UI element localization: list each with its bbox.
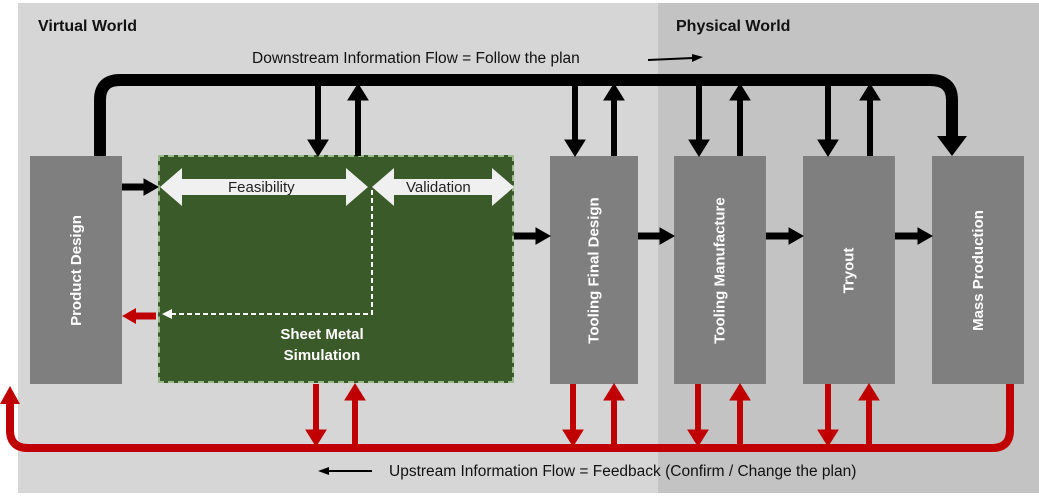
downstream-flow-label: Downstream Information Flow = Follow the… (252, 50, 580, 67)
upstream-loop-head (0, 386, 20, 404)
downstream-loop (94, 74, 958, 156)
feasibility-validation-arrows (160, 168, 514, 206)
sheet-metal-simulation-label: Sheet Metal Simulation (272, 324, 372, 366)
simulation-line2: Simulation (283, 347, 361, 364)
stage-arrows (122, 178, 934, 245)
feasibility-label: Feasibility (228, 179, 295, 196)
tryout-box: Tryout (803, 156, 895, 384)
virtual-world-title: Virtual World (38, 18, 137, 35)
bottom-arrow-pairs (305, 383, 880, 447)
product-design-box: Product Design (30, 156, 122, 384)
tooling-manufacture-box: Tooling Manufacture (674, 156, 766, 384)
downstream-loop-head (937, 136, 967, 156)
upstream-flow-label: Upstream Information Flow = Feedback (Co… (389, 463, 857, 480)
upstream-loop (6, 384, 1014, 452)
validation-label: Validation (406, 179, 471, 196)
simulation-line1: Sheet Metal (280, 326, 364, 343)
physical-world-title: Physical World (676, 18, 791, 35)
mass-production-box: Mass Production (932, 156, 1024, 384)
top-arrow-pairs (307, 83, 881, 157)
tooling-final-design-box: Tooling Final Design (550, 156, 638, 384)
